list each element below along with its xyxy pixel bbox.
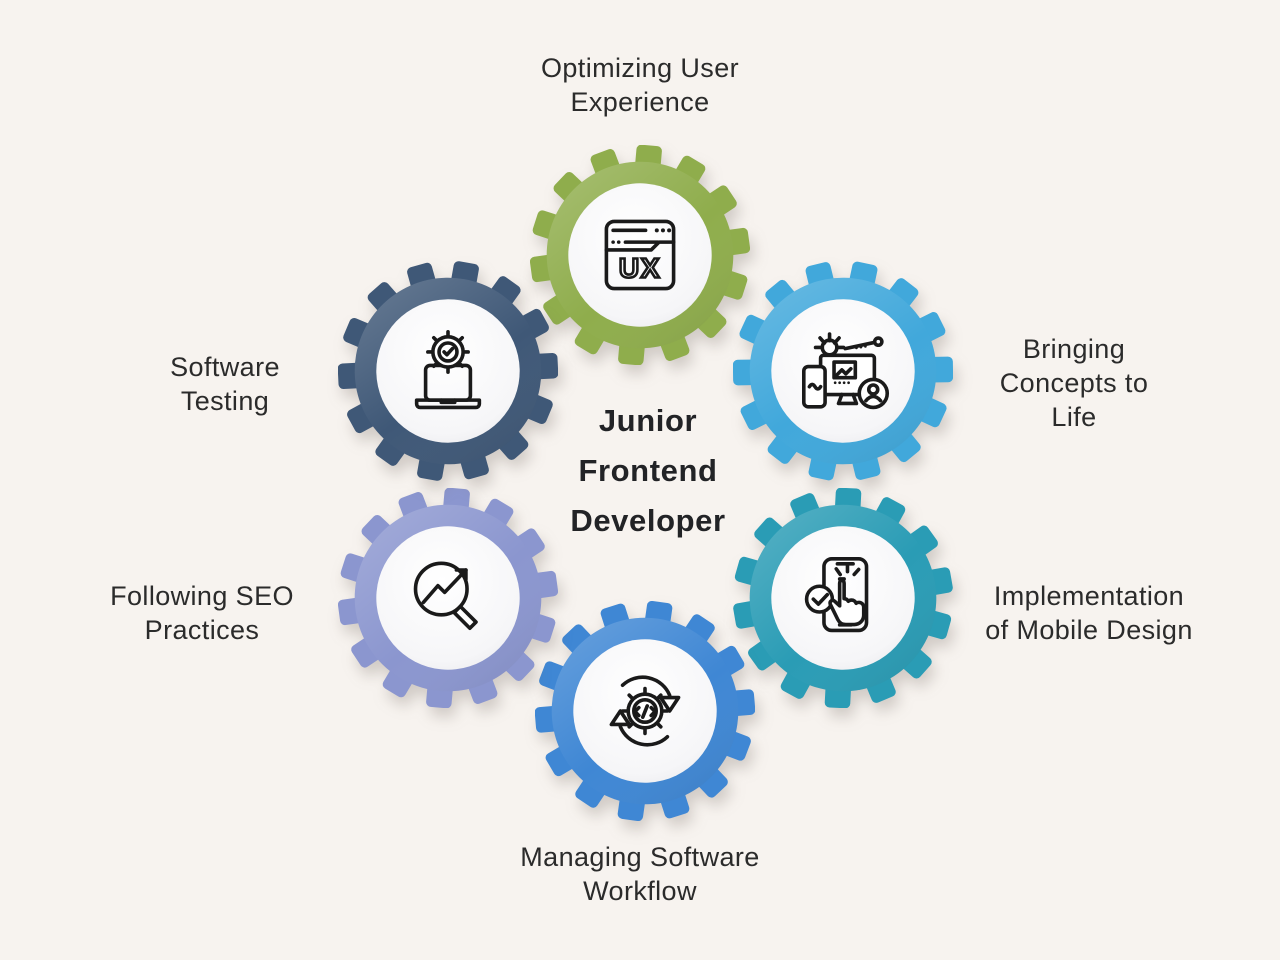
gear-implementation-of-mobile-design	[733, 488, 953, 708]
label-implementation-of-mobile-design: Implementation of Mobile Design	[985, 581, 1193, 645]
seo-magnifier-icon	[392, 542, 504, 654]
mobile-tap-icon	[787, 542, 899, 654]
laptop-gear-icon	[392, 315, 504, 427]
label-bringing-concepts-to-life: Bringing Concepts to Life	[999, 334, 1149, 432]
gear-bringing-concepts-to-life	[733, 261, 953, 481]
label-optimizing-user-experience: Optimizing User Experience	[540, 53, 740, 117]
label-software-testing: Software Testing	[170, 352, 280, 416]
gear-software-testing	[338, 261, 558, 481]
svg-text:UX: UX	[619, 252, 661, 283]
center-title: Junior Frontend Developer	[570, 403, 726, 538]
gear-optimizing-user-experience: UX	[530, 145, 750, 365]
label-following-seo-practices: Following SEO Practices	[110, 581, 294, 645]
design-workstation-icon	[787, 315, 899, 427]
gear-managing-software-workflow	[535, 601, 755, 821]
gear-following-seo-practices	[338, 488, 558, 708]
label-managing-software-workflow: Managing Software Workflow	[520, 842, 760, 906]
ux-browser-icon: UX	[584, 199, 696, 311]
gear-cycle-icon	[589, 655, 701, 767]
